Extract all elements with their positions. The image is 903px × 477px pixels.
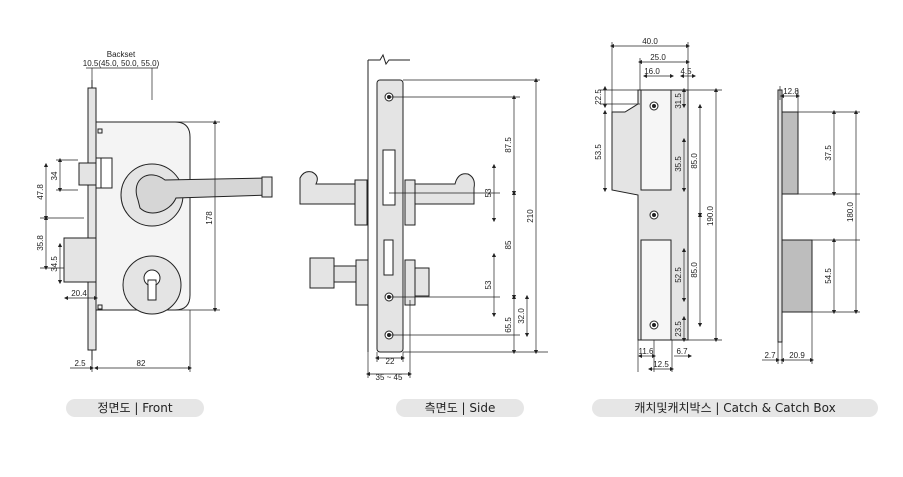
dim-6-7: 6.7	[676, 347, 688, 356]
side-view	[299, 53, 475, 353]
backset-title: Backset	[107, 50, 136, 59]
dim-25-0: 25.0	[650, 53, 666, 62]
dim-34: 34	[50, 171, 59, 180]
dim-53-5: 53.5	[594, 144, 603, 160]
catch-dimensions	[600, 42, 722, 372]
dim-31-5: 31.5	[674, 93, 683, 109]
dim-2-7: 2.7	[764, 351, 776, 360]
catch-box-labels: 12.8 37.5 180.0 54.5 2.7 20.9	[764, 87, 855, 360]
dim-53-top: 53	[484, 188, 493, 197]
side-caption: 측면도 | Side	[396, 399, 524, 417]
dim-20-4: 20.4	[71, 289, 87, 298]
dim-40-0: 40.0	[642, 37, 658, 46]
catch-box-view	[777, 89, 813, 343]
dim-12-8: 12.8	[783, 87, 799, 96]
dim-210: 210	[526, 209, 535, 223]
dim-32-0: 32.0	[517, 308, 526, 324]
dim-47-8: 47.8	[36, 184, 45, 200]
dim-16-0: 16.0	[644, 67, 660, 76]
dim-178: 178	[205, 211, 214, 225]
dim-37-5: 37.5	[824, 145, 833, 161]
dim-65-5: 65.5	[504, 317, 513, 333]
side-labels: 87.5 53 85 210 53 65.5 32.0 22 35 ~ 45	[376, 137, 535, 382]
catch-caption: 캐치및캐치박스 | Catch & Catch Box	[592, 399, 878, 417]
dim-85: 85	[504, 240, 513, 249]
front-caption: 정면도 | Front	[66, 399, 204, 417]
dim-4-5: 4.5	[680, 67, 692, 76]
dim-85-0-bottom: 85.0	[690, 262, 699, 278]
dim-34-5: 34.5	[50, 256, 59, 272]
backset-values: 10.5(45.0, 50.0, 55.0)	[83, 59, 160, 68]
dim-35-5: 35.5	[674, 156, 683, 172]
dim-35-45: 35 ~ 45	[376, 373, 403, 382]
front-labels: Backset 10.5(45.0, 50.0, 55.0) 34 47.8 3…	[36, 50, 214, 368]
dim-52-5: 52.5	[674, 267, 683, 283]
front-view	[63, 80, 273, 360]
dim-54-5: 54.5	[824, 268, 833, 284]
dim-22: 22	[386, 357, 395, 366]
dim-180-0: 180.0	[846, 201, 855, 222]
catch-box-dimensions	[762, 86, 860, 364]
dim-87-5: 87.5	[504, 137, 513, 153]
side-dimensions	[365, 77, 548, 378]
dim-23-5: 23.5	[674, 321, 683, 337]
dim-85-0-top: 85.0	[690, 153, 699, 169]
dim-2-5: 2.5	[74, 359, 86, 368]
catch-labels: 40.0 25.0 16.0 4.5 22.5 53.5 31.5 35.5 8…	[594, 37, 715, 369]
dim-190-0: 190.0	[706, 205, 715, 226]
dim-22-5: 22.5	[594, 89, 603, 105]
dim-20-9: 20.9	[789, 351, 805, 360]
front-dimensions	[40, 67, 220, 372]
catch-view	[611, 89, 689, 341]
dim-12-5: 12.5	[653, 360, 669, 369]
dim-11-6: 11.6	[639, 347, 655, 356]
dim-35-8: 35.8	[36, 235, 45, 251]
dim-82: 82	[137, 359, 146, 368]
dim-53-bottom: 53	[484, 280, 493, 289]
